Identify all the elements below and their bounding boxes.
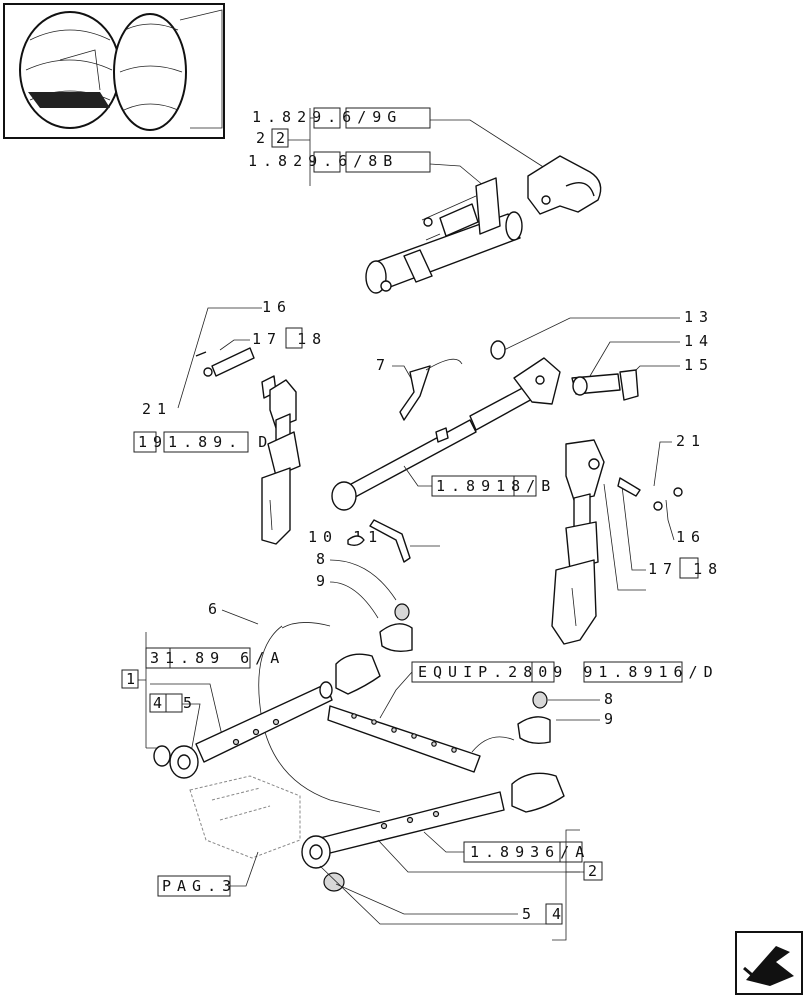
leader-cylinder [429, 163, 485, 187]
ball-8-left [394, 603, 410, 621]
ref-2-box [271, 128, 289, 148]
n14-label: 14 [684, 332, 714, 350]
leader-8-9-right [548, 699, 600, 721]
n16-left-label: 16 [262, 298, 292, 316]
ghost-housing [189, 775, 301, 859]
leader-14 [589, 341, 680, 377]
n15-label: 15 [684, 356, 714, 374]
n21-right-label: 21 [676, 432, 706, 450]
leader-4-5 [150, 683, 225, 759]
n10-11-label: 10 11 [308, 528, 383, 546]
leader-equip [379, 671, 413, 719]
n8-left-label: 8 [316, 550, 331, 568]
ref-1829-6-9g-label: 1.829.6/9G [252, 108, 402, 126]
leader-hook [430, 119, 549, 171]
n4-5-label: 4 5 [153, 694, 198, 712]
bracket-top [288, 108, 314, 186]
ref-2-box-label: 2 [276, 129, 291, 147]
leader-17-right [603, 483, 646, 591]
n9-right-label: 9 [604, 710, 619, 728]
leader-1-89-18 [403, 465, 432, 487]
box-18-right [679, 557, 699, 579]
left-lower-link [153, 653, 381, 779]
box-18918-b [513, 475, 537, 497]
leader-16-left [177, 307, 262, 409]
middle-stabilizer-bar [327, 705, 481, 773]
n6-label: 6 [208, 600, 223, 618]
leader-7 [392, 365, 413, 381]
bush-9-left [379, 623, 413, 653]
ref-1829-6-8b-label: 1.829.6/8B [248, 152, 398, 170]
n7-label: 7 [376, 356, 391, 374]
box-1 [121, 669, 139, 689]
box-191-b [163, 431, 249, 453]
ball-8-right [532, 691, 548, 709]
next-page-arrow-icon[interactable] [735, 931, 803, 995]
box-5 [165, 693, 183, 713]
n16-right-label: 16 [676, 528, 706, 546]
box-1-89-36-b [559, 841, 583, 863]
top-hook [527, 155, 602, 215]
leader-pag-3 [230, 851, 259, 887]
ref-box-b [345, 107, 431, 129]
ref-1-89-18-b-label: 1.8918/B [436, 477, 556, 495]
ref-31-89-6-a-label: 31.89 6/A [150, 649, 285, 667]
equip-ref-label: EQUIP.2809 91.8916/D [418, 663, 719, 681]
leader-21-right [653, 441, 675, 541]
top-link [331, 340, 639, 511]
n8-right-label: 8 [604, 690, 619, 708]
pin-10-11 [347, 519, 411, 563]
n17-18-left-label: 17 18 [252, 330, 327, 348]
leader-5-4 [319, 865, 546, 925]
box-31-b [169, 647, 251, 669]
right-lower-link [301, 736, 565, 892]
pag3-label: PAG.3 [162, 877, 237, 895]
leader-8-9-left [329, 559, 397, 619]
ref-box-d [345, 151, 431, 173]
n1-label: 1 [126, 670, 141, 688]
box-18-left [285, 327, 303, 349]
leader-17-left [219, 339, 250, 351]
n21-left-label: 21 [142, 400, 172, 418]
box-equip-c [583, 661, 683, 683]
n2-bottom-label: 2 [588, 862, 603, 880]
hydraulic-cylinder [365, 177, 523, 294]
box-equip-b [531, 661, 555, 683]
ref-2-left-label: 2 [256, 129, 271, 147]
n9-left-label: 9 [316, 572, 331, 590]
tractor-rear-thumbnail [3, 3, 225, 139]
left-lift-rod [195, 347, 301, 545]
leader-15 [629, 365, 680, 377]
box-191-a [133, 431, 157, 453]
leader-bottom-ref [377, 831, 584, 873]
n13-label: 13 [684, 308, 714, 326]
n17-18-right-label: 17 18 [648, 560, 723, 578]
leader-13 [503, 317, 680, 351]
ref-1-89-36-a-label: 1.8936/A [470, 843, 590, 861]
n5-4-label: 5 4 [522, 905, 567, 923]
leader-6 [221, 609, 259, 625]
bush-9-right [517, 716, 551, 745]
box-2-bottom [583, 861, 603, 881]
box-4-bottom [545, 903, 563, 925]
ref-191-89-d-label: 191.89. D [138, 433, 273, 451]
right-lift-rod [551, 439, 683, 645]
